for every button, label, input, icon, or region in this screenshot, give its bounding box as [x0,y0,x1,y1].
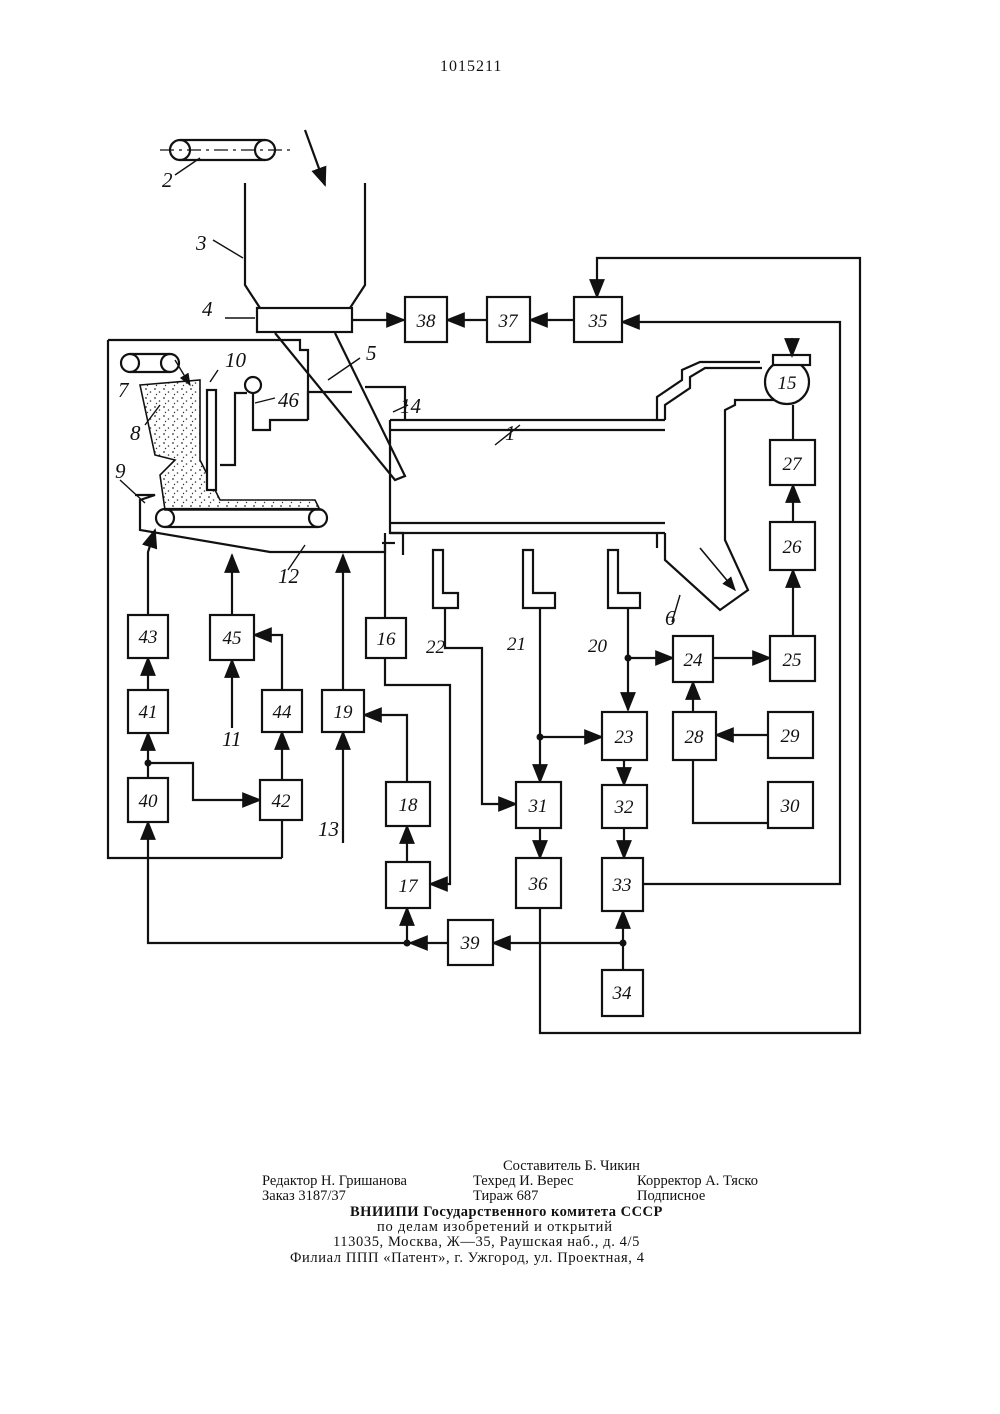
block-label: 30 [780,796,801,817]
part-label: 9 [115,459,126,483]
block-label: 38 [416,311,437,332]
kiln-head-14 [308,387,405,555]
block-label: 24 [684,650,704,671]
block-label: 27 [783,454,804,475]
org-address: 113035, Москва, Ж—35, Раушская наб., д. … [333,1234,640,1251]
part-label: 3 [195,231,207,255]
circulation: Тираж 687 [473,1188,538,1205]
block-label: 23 [615,727,634,748]
part-label: 11 [222,727,241,751]
block-label: 16 [377,629,397,650]
sensor-22 [433,550,458,608]
block-label: 39 [460,933,481,954]
block-label: 32 [614,797,635,818]
part-label: 46 [278,388,300,412]
block-label: 43 [139,627,158,648]
block-label: 18 [399,795,419,816]
conveyor-9 [120,480,385,570]
part-label: 10 [225,348,247,372]
block-label: 17 [399,876,420,897]
block-label: 40 [139,791,159,812]
block-label: 31 [528,796,548,817]
part-label: 5 [366,341,377,365]
block-label: 44 [273,702,293,723]
block-label: 33 [612,875,632,896]
kiln-1 [390,420,665,533]
block-label: 29 [781,726,801,747]
block-label: 45 [223,628,242,649]
sensor-21 [523,550,555,608]
block-label: 22 [426,637,446,658]
hopper-3 [213,183,365,308]
subscription: Подписное [637,1188,705,1205]
branch-address: Филиал ППП «Патент», г. Ужгород, ул. Про… [290,1250,645,1267]
part-label: 8 [130,421,141,445]
part-label: 14 [400,394,422,418]
block-label: 41 [139,702,158,723]
block-label: 28 [685,727,705,748]
feed-arrow [305,130,325,185]
blocks [128,297,815,1016]
block-label: 36 [528,874,549,895]
block-label: 42 [272,791,292,812]
feeder-4 [257,308,352,332]
block-label: 21 [507,634,526,655]
order-number: Заказ 3187/37 [262,1188,346,1205]
part-label: 12 [278,564,300,588]
block-label: 20 [588,636,608,657]
conveyor-7 [121,354,190,385]
sensor-20 [608,550,640,608]
part-label: 2 [162,168,173,192]
part-label: 13 [318,817,339,841]
part-label: 1 [505,421,516,445]
part-label: 4 [202,297,213,321]
conveyor-2 [160,140,290,175]
gate-10 [207,390,216,490]
block-label: 25 [783,650,802,671]
block-label: 37 [498,311,520,332]
block-label: 15 [778,373,797,394]
block-label: 19 [334,702,354,723]
block-label: 26 [783,537,803,558]
block-label: 35 [588,311,608,332]
cooler-6 [657,362,780,622]
part-label: 6 [665,606,676,630]
block-label: 34 [612,983,633,1004]
part-label: 7 [118,378,130,402]
